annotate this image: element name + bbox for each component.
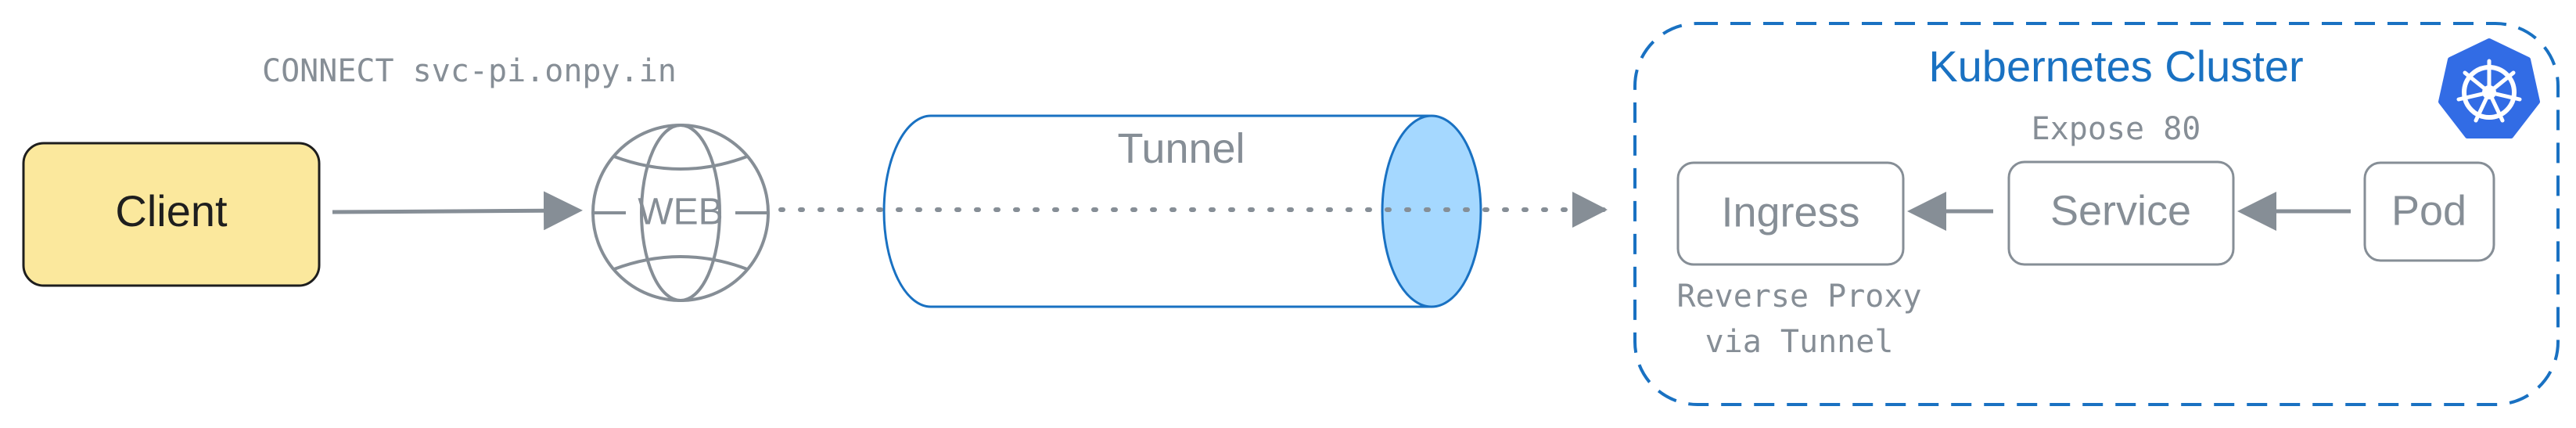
web-globe: WEB — [591, 124, 770, 302]
service-label: Service — [2050, 187, 2191, 234]
tunnel-end-cap — [1381, 114, 1482, 308]
cluster-title: Kubernetes Cluster — [1928, 41, 2303, 91]
tunnel-dotted-arrowhead — [1572, 192, 1608, 228]
ingress-box — [1676, 161, 1905, 266]
client-box — [22, 142, 321, 287]
pod-node: Pod — [2363, 161, 2495, 262]
service-node: Expose 80 Service — [2007, 111, 2235, 266]
tunnel: Tunnel — [882, 114, 1482, 308]
connect-request-label: CONNECT svc-pi.onpy.in — [262, 53, 677, 89]
ingress-node: Ingress Reverse Proxy via Tunnel — [1676, 161, 1922, 360]
tunnel-label: Tunnel — [1117, 125, 1245, 172]
service-note: Expose 80 — [2032, 111, 2201, 147]
globe-icon — [591, 124, 770, 302]
kubernetes-cluster: Kubernetes Cluster Ingress Reverse Proxy… — [1633, 22, 2560, 406]
client-label: Client — [115, 186, 228, 236]
cluster-boundary — [1633, 22, 2560, 406]
client-to-web-arrow — [332, 191, 583, 231]
kubernetes-logo-icon — [2438, 38, 2540, 138]
service-box — [2007, 160, 2235, 266]
pod-box — [2363, 161, 2495, 262]
ingress-note-line1: Reverse Proxy — [1676, 279, 1921, 315]
web-label: WEB — [638, 192, 723, 233]
pod-label: Pod — [2391, 187, 2466, 234]
ingress-label: Ingress — [1721, 189, 1859, 236]
client-node: Client — [22, 142, 321, 287]
ingress-note-line2: via Tunnel — [1705, 324, 1894, 360]
